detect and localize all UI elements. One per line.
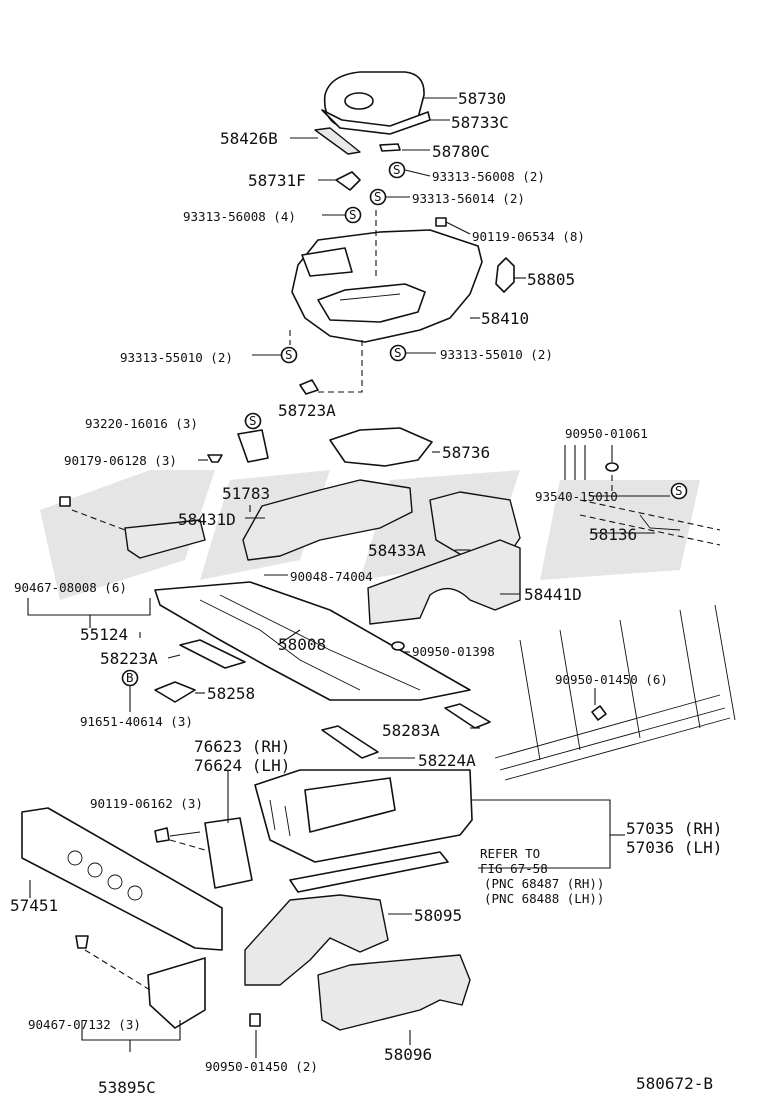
fastener-symbols: S S S S S S S B (59, 161, 688, 1027)
label-58731f: 58731F (248, 171, 306, 190)
label-93313-55010-left: 93313-55010 (2) (120, 350, 233, 365)
label-58008: 58008 (278, 635, 326, 654)
part-58008-floor-pan (154, 581, 471, 701)
label-58258: 58258 (207, 684, 255, 703)
label-55124: 55124 (80, 625, 128, 644)
label-58283a: 58283A (382, 721, 440, 740)
part-58096-panel (317, 954, 471, 1031)
label-fig-67-58: FIG 67-58 (480, 861, 548, 876)
label-58096: 58096 (384, 1045, 432, 1064)
label-76624: 76624 (LH) (194, 756, 290, 775)
label-90467-07132: 90467-07132 (3) (28, 1017, 141, 1032)
label-90119-06534: 90119-06534 (8) (472, 229, 585, 244)
part-58224a-member (321, 725, 379, 759)
part-58731f-bracket (335, 171, 361, 191)
label-58730: 58730 (458, 89, 506, 108)
part-frame-rail-58136 (579, 499, 721, 546)
label-refer-to: REFER TO (480, 846, 540, 861)
label-53895c: 53895C (98, 1078, 156, 1097)
label-58431d: 58431D (178, 510, 236, 529)
part-58441d-wheel-house (367, 539, 521, 625)
label-90119-06162: 90119-06162 (3) (90, 796, 203, 811)
part-58283a-member (444, 703, 491, 729)
label-58095: 58095 (414, 906, 462, 925)
part-labels: 58730 58733C 58426B 58780C 93313-56008 (… (10, 89, 722, 1097)
leader-lines (27, 97, 670, 1058)
part-58733c-tray (321, 109, 431, 135)
part-58095-panel (244, 894, 389, 986)
label-58736: 58736 (442, 443, 490, 462)
label-90950-01398: 90950-01398 (412, 644, 495, 659)
part-58431d-panel (242, 479, 413, 561)
part-51783-bracket (237, 429, 269, 463)
part-58410-floor-board (291, 229, 483, 343)
s-mark-7: S (675, 483, 683, 498)
label-93540-15010: 93540-15010 (535, 489, 618, 504)
s-mark-2: S (374, 189, 382, 204)
label-93220-16016: 93220-16016 (3) (85, 416, 198, 431)
label-58441d: 58441D (524, 585, 582, 604)
part-rail-refer (289, 851, 449, 893)
label-90179-06128: 90179-06128 (3) (64, 453, 177, 468)
part-58223a-member (179, 639, 246, 669)
label-58433a: 58433A (368, 541, 426, 560)
s-mark-5: S (394, 345, 402, 360)
diagram-id: 580672-B (636, 1074, 713, 1093)
label-90950-01450-6: 90950-01450 (6) (555, 672, 668, 687)
b-mark-1: B (126, 670, 134, 685)
s-mark-6: S (249, 413, 257, 428)
label-58223a: 58223A (100, 649, 158, 668)
label-57451: 57451 (10, 896, 58, 915)
label-58723a: 58723A (278, 401, 336, 420)
label-90950-01061: 90950-01061 (565, 426, 648, 441)
label-58136: 58136 (589, 525, 637, 544)
s-mark-1: S (393, 162, 401, 177)
label-58426b: 58426B (220, 129, 278, 148)
label-58224a: 58224A (418, 751, 476, 770)
part-53895c-gusset (147, 957, 206, 1029)
label-91651-40614: 91651-40614 (3) (80, 714, 193, 729)
part-cargo-box-57035 (254, 769, 473, 863)
part-57451-cross-member (21, 807, 223, 951)
label-93313-56008-4: 93313-56008 (4) (183, 209, 296, 224)
s-mark-4: S (285, 347, 293, 362)
part-58730-cover (323, 71, 425, 131)
label-93313-55010-right: 93313-55010 (2) (440, 347, 553, 362)
label-93313-56008-2: 93313-56008 (2) (432, 169, 545, 184)
label-58410: 58410 (481, 309, 529, 328)
label-93313-56014: 93313-56014 (2) (412, 191, 525, 206)
part-58258-bracket (154, 681, 196, 703)
label-90467-08008: 90467-08008 (6) (14, 580, 127, 595)
label-76623: 76623 (RH) (194, 737, 290, 756)
label-pnc-68487: (PNC 68487 (RH)) (484, 876, 604, 891)
label-90950-01450-2: 90950-01450 (2) (205, 1059, 318, 1074)
label-pnc-68488: (PNC 68488 (LH)) (484, 891, 604, 906)
label-57035: 57035 (RH) (626, 819, 722, 838)
part-58426b-strip (314, 127, 361, 155)
part-55124-bracket (124, 519, 206, 559)
part-58780c-clip (379, 143, 401, 152)
s-mark-3: S (349, 207, 357, 222)
part-58805-hook (495, 257, 515, 293)
part-76623-mudguard (204, 817, 253, 889)
label-58805: 58805 (527, 270, 575, 289)
part-58723a-pin (299, 379, 319, 395)
part-frame-right (494, 604, 736, 781)
label-58733c: 58733C (451, 113, 509, 132)
part-58736-pad (329, 427, 433, 467)
label-58780c: 58780C (432, 142, 490, 161)
label-51783: 51783 (222, 484, 270, 503)
label-90048-74004: 90048-74004 (290, 569, 373, 584)
label-57036: 57036 (LH) (626, 838, 722, 857)
